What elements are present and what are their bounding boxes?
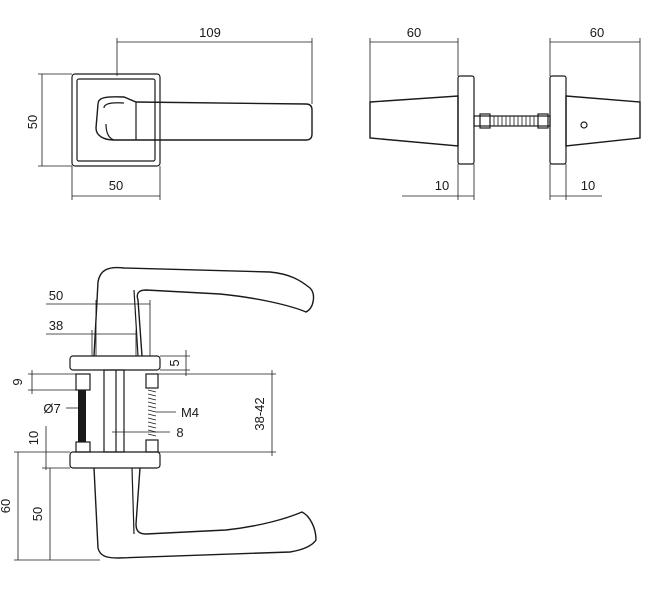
left-sleeve-bottom [75,441,91,453]
dim-label-10-right: 10 [581,178,595,193]
dim-label-50-horizontal: 50 [109,178,123,193]
right-screw-thread [147,389,157,437]
dim-label-diameter: Ø7 [43,401,60,416]
section-view: 50 38 5 9 Ø7 M4 8 38-42 10 [0,266,317,561]
dim-label-door-range: 38-42 [252,397,267,430]
dim-label-10-section: 10 [26,431,41,445]
lower-rose-plate [69,451,161,469]
lever-inner-line [103,102,137,141]
left-rose [457,75,475,165]
dim-label-thread: M4 [181,405,199,420]
front-view: 109 50 50 [25,25,313,200]
top-view: 60 60 10 10 [369,25,641,200]
spindle-thread [493,116,535,126]
left-sleeve-top [75,373,91,391]
dim-label-50-vertical: 50 [25,115,40,129]
left-lever-shape [369,95,459,147]
left-sleeve-body [78,390,86,442]
dim-label-60-right: 60 [590,25,604,40]
dim-label-9: 9 [10,378,25,385]
dim-label-section-50: 50 [49,288,63,303]
lever-outline [95,96,313,141]
spindle-section [103,369,125,453]
dim-label-10-left: 10 [435,178,449,193]
right-screw-top [145,373,159,389]
right-screw-bottom [145,439,159,453]
dim-label-50-section: 50 [30,507,45,521]
right-rose [549,75,567,165]
dim-label-spindle: 8 [176,425,183,440]
dim-label-109: 109 [199,25,221,40]
spindle-collar-right [537,113,549,129]
lower-lever [93,467,317,559]
upper-rose-plate [69,355,161,371]
dim-label-section-38: 38 [49,318,63,333]
rose-inner-square [76,78,156,162]
upper-lever [93,266,315,357]
dim-label-60-section: 60 [0,499,13,513]
right-lever-shape [565,95,641,147]
dim-label-60-left: 60 [407,25,421,40]
spindle-collar-left [479,113,491,129]
lower-lever-edge [131,467,135,535]
upper-lever-edge [133,289,139,357]
set-screw-icon [580,121,588,129]
dim-label-5: 5 [167,359,182,366]
rose-square [71,73,161,167]
